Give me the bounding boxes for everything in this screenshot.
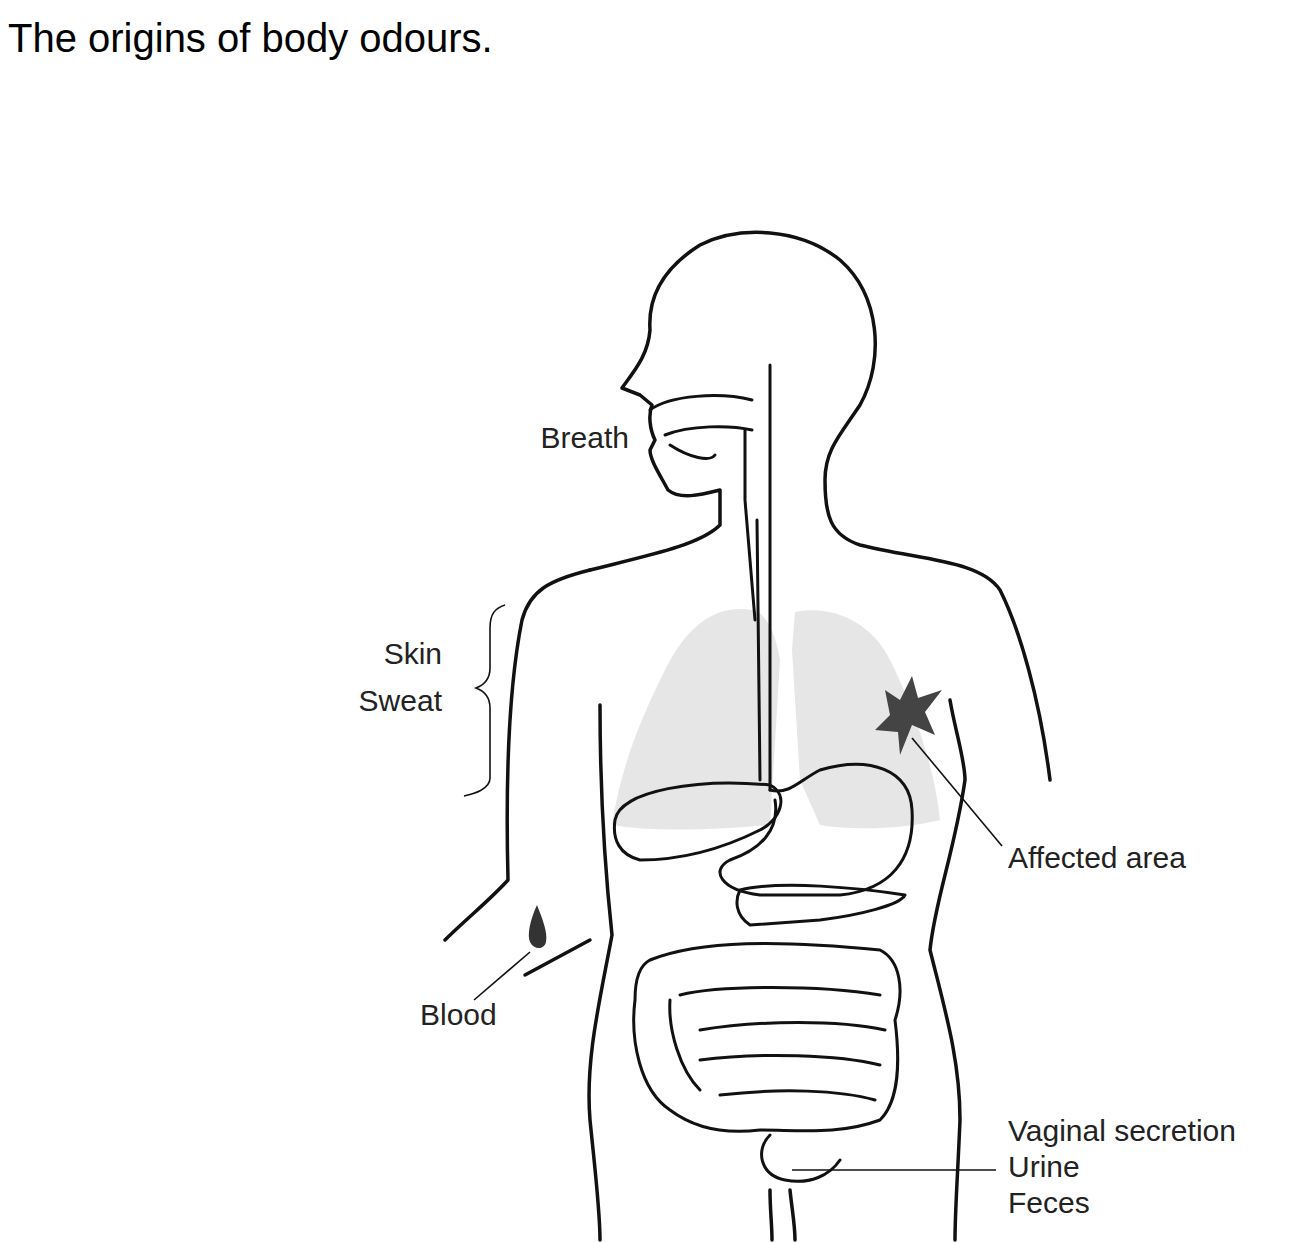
leader-lines: [464, 605, 1002, 1170]
affected-area-mark: [875, 676, 942, 755]
part-label: Urine: [1008, 1150, 1080, 1183]
part-label: Skin: [384, 637, 442, 670]
part-label: Vaginal secretion: [1008, 1114, 1236, 1147]
part-label: Feces: [1008, 1186, 1090, 1219]
organs: [614, 365, 912, 1181]
part-label: Sweat: [359, 684, 442, 717]
diagram-title: The origins of body odours.: [8, 16, 493, 60]
part-label: Affected area: [1008, 841, 1186, 874]
part-label: Blood: [420, 998, 497, 1031]
blood-drop: [529, 905, 547, 948]
body-outline: [445, 232, 1050, 1240]
part-label: Breath: [541, 421, 629, 454]
